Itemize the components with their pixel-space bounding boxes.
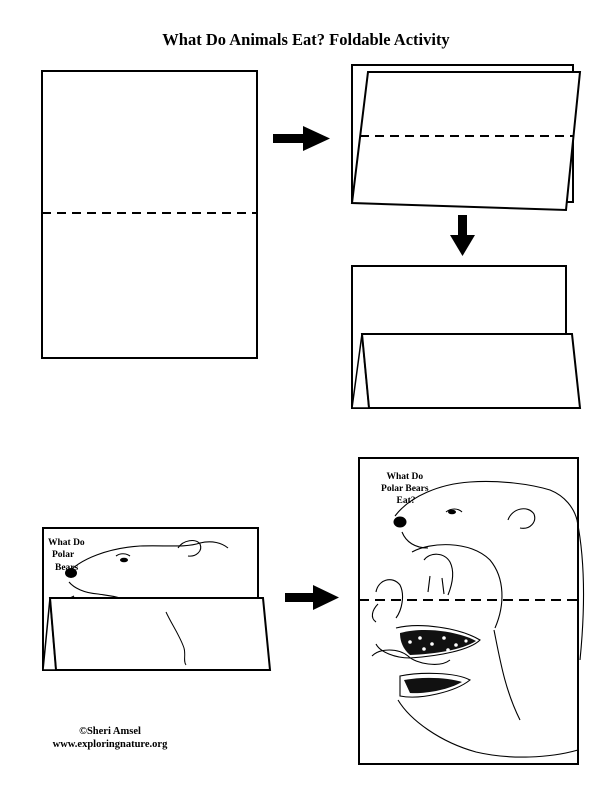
step2-folding-sheet [350, 64, 582, 212]
step3-tent-fold [351, 265, 582, 409]
page-title: What Do Animals Eat? Foldable Activity [162, 30, 450, 49]
arrow-right-icon [273, 126, 330, 151]
credit-block: ©Sheri Amsel www.exploringnature.org [40, 725, 180, 751]
polar-bear-with-prey-sketch [371, 480, 584, 758]
spotted-seal-pattern [400, 629, 476, 694]
copyright-text: ©Sheri Amsel [79, 726, 141, 737]
final-unfolded-sheet: What Do Polar Bears Eat? [358, 457, 584, 765]
step4-tent-with-bear: What Do Polar Bears [42, 527, 272, 671]
arrow-right-icon-2 [285, 585, 339, 610]
final-label: What Do Polar Bears Eat? [381, 472, 431, 506]
arrow-down-icon [450, 215, 475, 256]
step1-flat-sheet [41, 70, 258, 359]
website-text: www.exploringnature.org [52, 739, 168, 750]
step4-label: What Do Polar Bears [48, 538, 87, 573]
